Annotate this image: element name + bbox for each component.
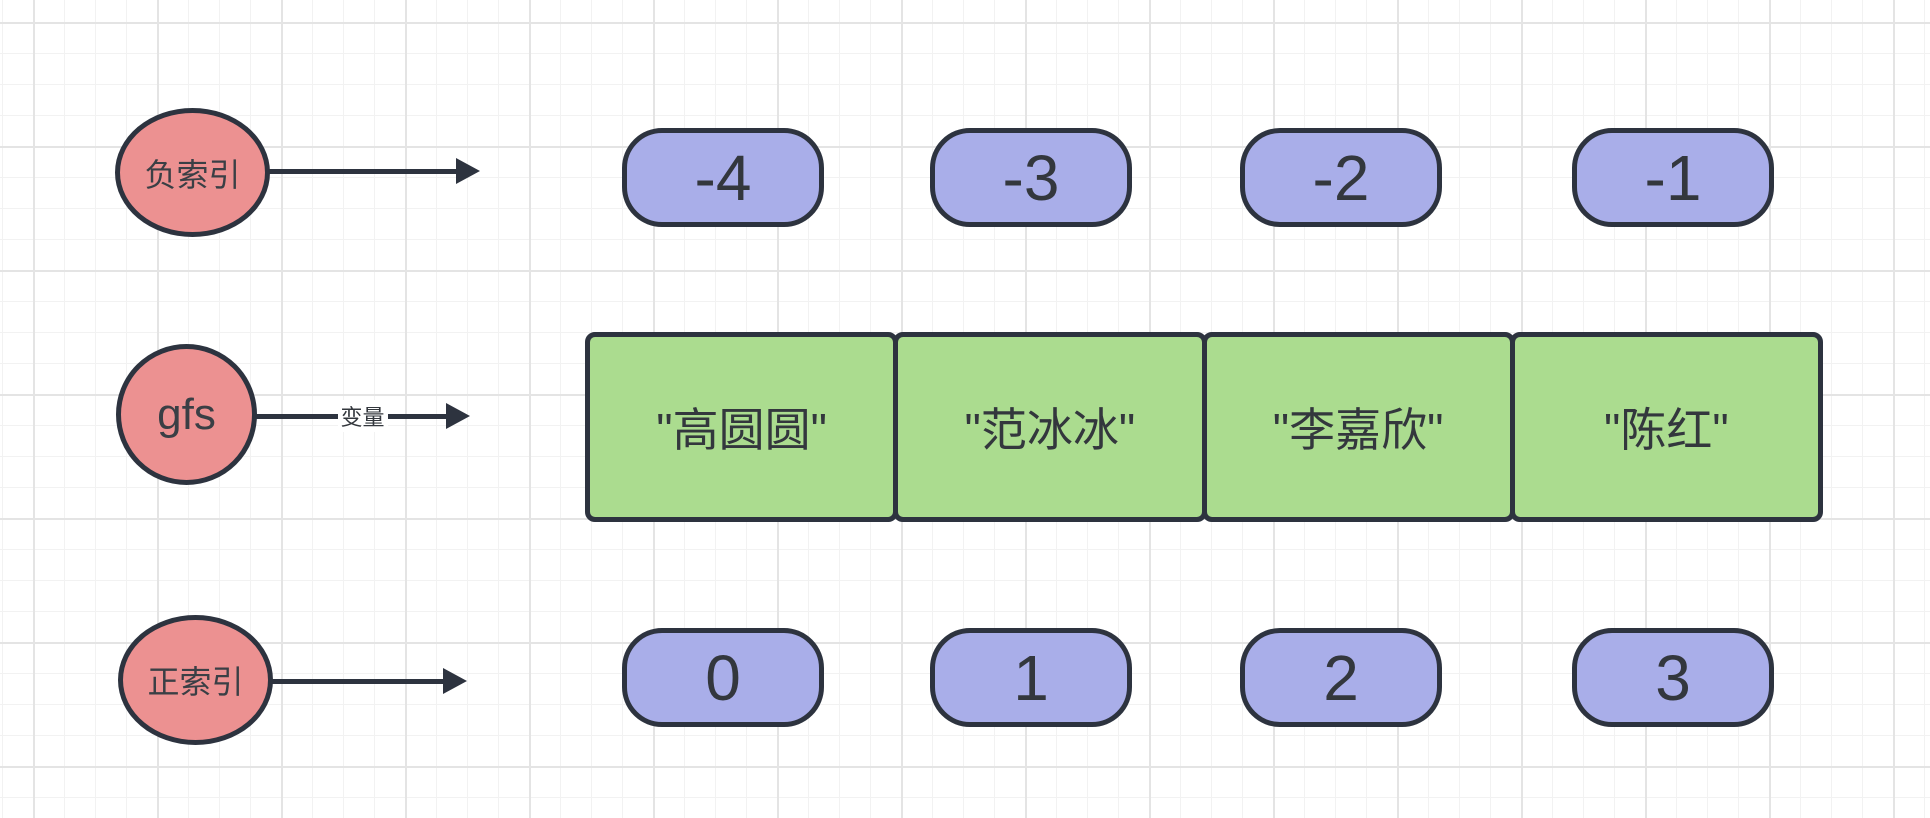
index-pill-label: -1 — [1644, 141, 1702, 214]
list-cell-value: "李嘉欣" — [1272, 404, 1444, 456]
arrow-shaft — [268, 168, 456, 174]
arrowhead-icon — [443, 668, 467, 694]
node-negative-index-label: 负索引 — [144, 156, 241, 193]
index-pill-label: -4 — [694, 141, 752, 214]
index-pill-neg-2[interactable]: -2 — [1240, 128, 1442, 227]
index-pill-label: 1 — [1013, 641, 1049, 714]
arrowhead-icon — [446, 403, 470, 429]
list-cell-value: "陈红" — [1604, 404, 1729, 456]
arrow-variable[interactable]: 变量 — [255, 400, 470, 432]
list-cell-value: "范冰冰" — [964, 404, 1136, 456]
node-negative-index[interactable]: 负索引 — [115, 108, 270, 237]
index-pill-label: 0 — [705, 641, 741, 714]
node-positive-index[interactable]: 正索引 — [118, 615, 273, 745]
node-variable-gfs-label: gfs — [157, 389, 216, 439]
index-pill-2[interactable]: 2 — [1240, 628, 1442, 727]
list-cell-0[interactable]: "高圆圆" — [585, 332, 899, 522]
index-pill-neg-3[interactable]: -3 — [930, 128, 1132, 227]
index-pill-label: -3 — [1002, 141, 1060, 214]
index-pill-1[interactable]: 1 — [930, 628, 1132, 727]
arrow-variable-label: 变量 — [337, 400, 388, 432]
list-cells-row: "高圆圆" "范冰冰" "李嘉欣" "陈红" — [585, 332, 1823, 522]
list-cell-2[interactable]: "李嘉欣" — [1201, 332, 1515, 522]
index-pill-label: 2 — [1323, 641, 1359, 714]
index-pill-label: 3 — [1655, 641, 1691, 714]
node-positive-index-label: 正索引 — [147, 664, 244, 700]
arrow-negative-index[interactable] — [268, 158, 480, 184]
arrowhead-icon — [456, 158, 480, 184]
index-pill-3[interactable]: 3 — [1572, 628, 1774, 727]
arrow-positive-index[interactable] — [271, 668, 467, 694]
list-cell-1[interactable]: "范冰冰" — [893, 332, 1207, 522]
index-pill-neg-1[interactable]: -1 — [1572, 128, 1774, 227]
index-pill-label: -2 — [1312, 141, 1370, 214]
list-cell-3[interactable]: "陈红" — [1509, 332, 1823, 522]
index-pill-0[interactable]: 0 — [622, 628, 824, 727]
node-variable-gfs[interactable]: gfs — [116, 344, 257, 485]
arrow-shaft — [271, 678, 443, 684]
list-cell-value: "高圆圆" — [656, 404, 827, 456]
index-pill-neg-4[interactable]: -4 — [622, 128, 824, 227]
